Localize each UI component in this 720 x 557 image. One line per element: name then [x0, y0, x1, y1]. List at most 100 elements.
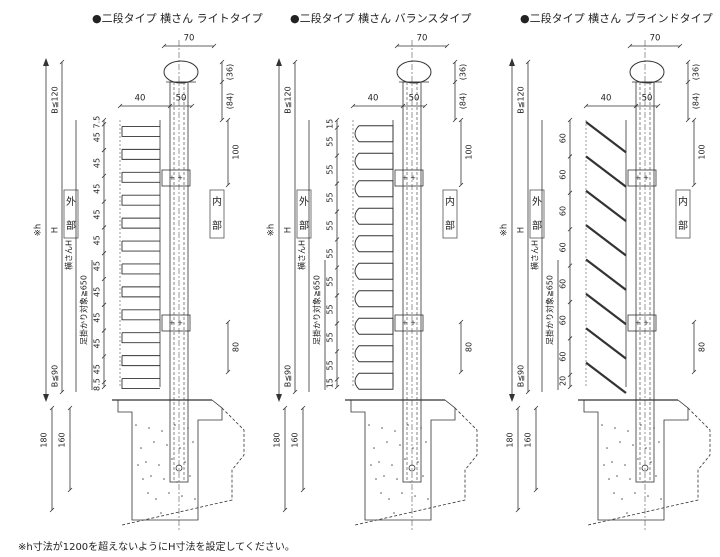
p2-slat-10 — [354, 372, 394, 390]
p3-concrete-dot-8 — [632, 444, 634, 446]
p3-dim-70: 70 — [650, 34, 661, 44]
p1-inside-label-2: 部 — [212, 219, 222, 232]
p1-dim-left-12: 8.5 — [93, 378, 102, 391]
p3-dim-left-tick-6 — [567, 336, 573, 341]
p2-dim-80-tick-t — [458, 319, 464, 325]
p3-slope-line — [587, 407, 711, 526]
p2-bracket-bottom — [394, 314, 424, 332]
p3-concrete-dot-13 — [637, 458, 639, 460]
p2-slat-4 — [354, 207, 394, 225]
p2-slat-3 — [354, 180, 394, 198]
p3-outside-label-1: 外 — [532, 196, 542, 208]
p2-inside-label-box — [442, 189, 458, 239]
p1-dim-foothold: 足掛かり対象≧650 — [79, 275, 89, 345]
p2-slat-2 — [354, 152, 394, 170]
p2-inside-label-1: 内 — [445, 195, 455, 208]
p3-bracket-bottom — [627, 314, 657, 332]
p1-dim-left-tick-2 — [101, 147, 107, 153]
p3-concrete-dot-9 — [645, 447, 647, 449]
p1-slope-line — [121, 407, 245, 526]
p1-dim-b-top: B≦120 — [51, 86, 60, 113]
p3-outside-label-2: 部 — [532, 219, 542, 232]
p3-concrete-dot-1 — [601, 424, 603, 426]
p1-dim-84-tick-b — [219, 117, 225, 123]
p3-dim-h-arrow-bottom — [509, 394, 515, 402]
p1-outside-label-box — [63, 189, 79, 239]
p2-dim-left-tick-9 — [334, 349, 340, 354]
p2-slat-6 — [354, 262, 394, 280]
p1-slat-5 — [121, 217, 160, 229]
p1-concrete-dot-1 — [135, 424, 137, 426]
p3-dim-36: (36) — [692, 64, 701, 80]
p2-dim-180-tick-b — [282, 507, 288, 513]
p1-dim-H: H — [51, 227, 61, 233]
p1-concrete-dot-14 — [184, 461, 186, 463]
p1-dim-80-tick-b — [225, 369, 231, 375]
p3-concrete-dot-7 — [619, 441, 621, 443]
p2-dim-160: 160 — [291, 432, 300, 447]
p1-dim-180: 180 — [40, 432, 49, 447]
p2-dim-84-tick — [452, 79, 458, 85]
p3-dim-100: 100 — [698, 144, 707, 159]
p1-dim-left-9: 45 — [93, 313, 102, 323]
p2-dim-H-tick-t — [292, 59, 298, 65]
p1-dim-left-tick-7 — [101, 276, 107, 282]
p2-dim-left-3: 55 — [326, 164, 335, 174]
p1-concrete-dot-21 — [155, 498, 157, 500]
p1-dim-84-tick — [219, 79, 225, 85]
p2-dim-left-tick-5 — [334, 237, 340, 242]
p2-outside-label-2: 部 — [299, 219, 309, 232]
p3-dim-80-tick-t — [691, 319, 697, 325]
panel-title-blind: ●二段タイプ 横さん ブラインドタイプ — [520, 12, 713, 25]
p3-dim-left-6: 60 — [559, 315, 568, 325]
p2-concrete-dot-5 — [420, 427, 422, 429]
p2-dim-100-tick-b — [458, 182, 464, 188]
p2-dim-left-tick-0 — [334, 117, 340, 123]
p3-concrete-dot-11 — [611, 461, 613, 463]
p3-concrete-dot-23 — [647, 495, 649, 497]
p1-slat-12 — [121, 378, 160, 389]
p1-dim-left-3: 45 — [93, 158, 102, 168]
p2-concrete-dot-21 — [388, 498, 390, 500]
p1-bracket-top — [161, 169, 191, 187]
p1-slat-6 — [121, 240, 160, 252]
p1-concrete-dot-7 — [153, 441, 155, 443]
p1-inside-label-1: 内 — [212, 195, 222, 208]
p2-dim-50: 50 — [409, 94, 420, 104]
p2-dim-160-tick-t — [300, 405, 306, 411]
p2-dim-70-tick-r — [444, 43, 450, 49]
p2-slat-1 — [354, 125, 394, 143]
p3-concrete-dot-5 — [653, 427, 655, 429]
p2-bracket-top — [394, 169, 424, 187]
p1-concrete-dot-11 — [145, 461, 147, 463]
p2-dim-100-tick-t — [458, 117, 464, 123]
p3-slat-4 — [585, 224, 627, 257]
p1-concrete-dot-15 — [137, 464, 139, 466]
p1-dim-100-tick-t — [225, 117, 231, 123]
p1-dim-left-tick-12 — [101, 384, 107, 390]
p1-dim-left-tick-9 — [101, 328, 107, 333]
p3-outside-label-box — [529, 189, 545, 239]
p2-slope-line — [354, 407, 478, 526]
p3-dim-84: (84) — [692, 93, 701, 109]
p2-concrete-dot-26 — [393, 512, 395, 514]
p1-dim-70-tick-r — [211, 43, 217, 49]
p2-dim-50-tick-r — [422, 103, 428, 109]
p3-inside-label-box — [675, 189, 691, 239]
p1-concrete-dot-3 — [161, 430, 163, 432]
p3-concrete-dot-12 — [624, 464, 626, 466]
p3-dim-left-tick-4 — [567, 263, 573, 268]
p3-concrete-dot-4 — [640, 424, 642, 426]
p1-concrete-dot-25 — [147, 492, 149, 494]
p1-dim-left-tick-11 — [101, 379, 107, 385]
p2-dim-b-top: B≦120 — [284, 86, 293, 113]
p3-concrete-dot-19 — [655, 475, 657, 477]
p2-concrete-dot-20 — [375, 478, 377, 480]
p2-dim-left-tick-10 — [334, 377, 340, 382]
p1-slat-1 — [121, 126, 160, 137]
p2-concrete-dot-10 — [425, 441, 427, 443]
p3-concrete-dot-17 — [629, 478, 631, 480]
p2-dim-b-bottom: B≦90 — [284, 365, 293, 387]
p2-inside-label-2: 部 — [445, 219, 455, 232]
p1-dim-left-tick-4 — [101, 199, 107, 204]
